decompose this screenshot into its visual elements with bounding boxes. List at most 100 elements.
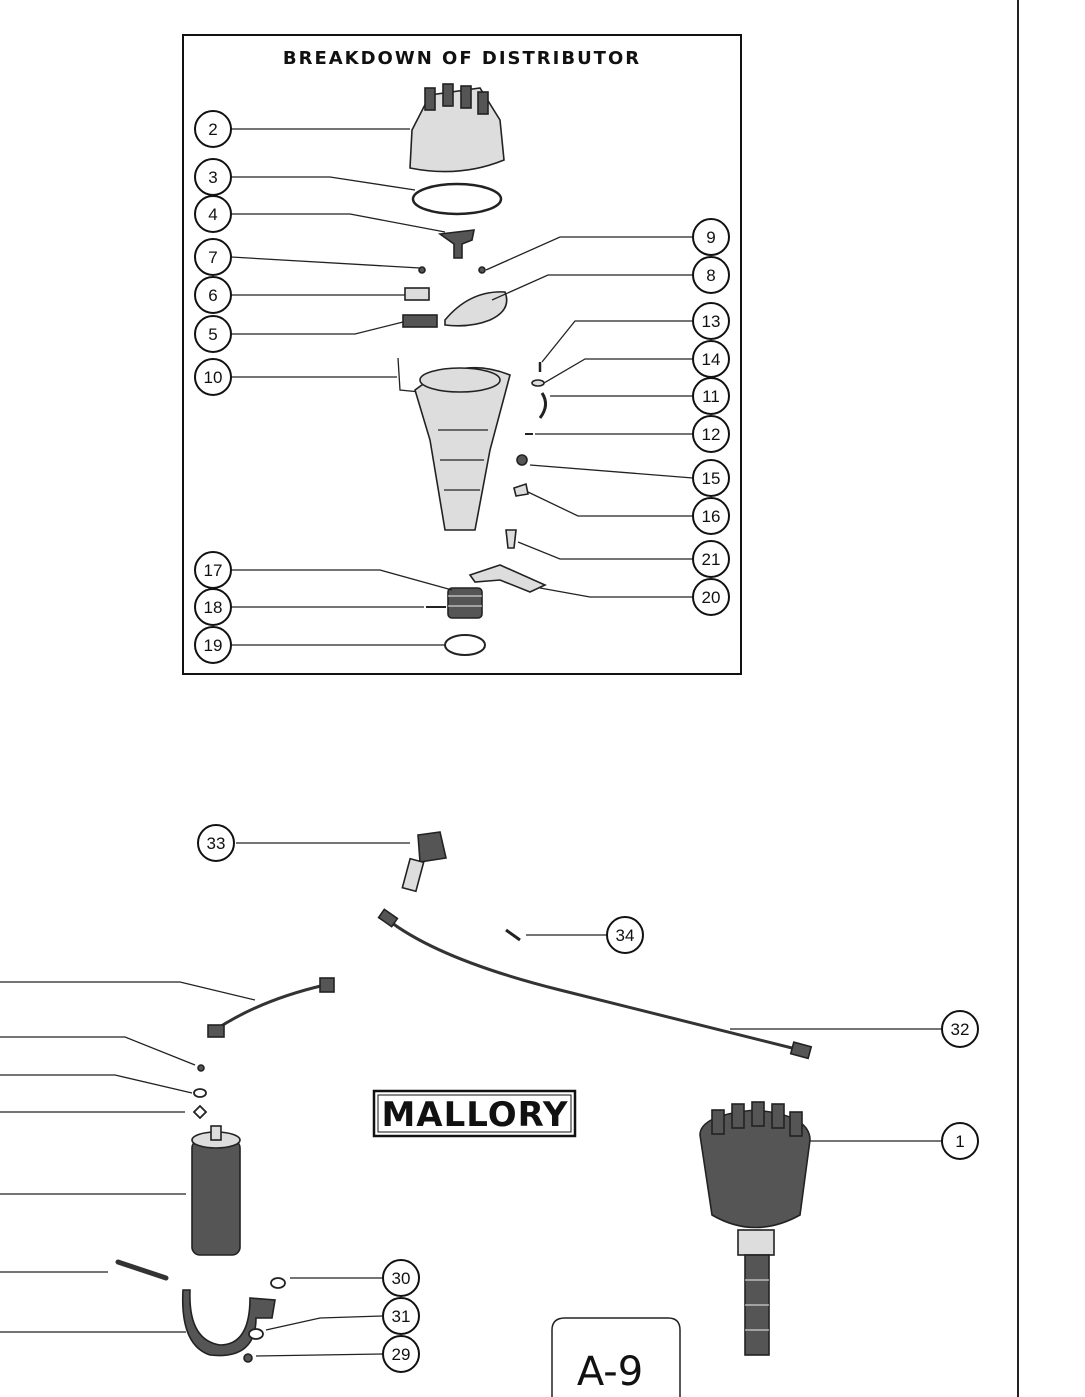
callout-15: 15 xyxy=(692,459,730,497)
callout-30: 30 xyxy=(382,1259,420,1297)
breaker-plate-part xyxy=(444,291,508,327)
points-part xyxy=(404,287,430,301)
callout-number: 30 xyxy=(392,1269,411,1288)
screw-part xyxy=(418,266,426,274)
breakdown-box xyxy=(182,34,742,675)
pin-part xyxy=(505,928,521,942)
callout-number: 3 xyxy=(208,168,217,187)
callout-number: 33 xyxy=(207,834,226,853)
callout-number: 31 xyxy=(392,1307,411,1326)
wire-terminal-part xyxy=(319,977,335,993)
callout-number: 19 xyxy=(204,636,223,655)
wire-terminal-part xyxy=(207,1024,225,1038)
callout-2: 2 xyxy=(194,110,232,148)
washer-part xyxy=(270,1277,286,1289)
callout-17: 17 xyxy=(194,551,232,589)
callout-number: 16 xyxy=(702,507,721,526)
ballast-part xyxy=(401,831,447,893)
condenser-part xyxy=(402,314,438,328)
callout-number: 21 xyxy=(702,550,721,569)
washer-part xyxy=(531,379,545,387)
callout-19: 19 xyxy=(194,626,232,664)
callout-8: 8 xyxy=(692,256,730,294)
washer-part xyxy=(248,1328,264,1340)
callout-number: 2 xyxy=(208,120,217,139)
rotor-part xyxy=(437,229,476,259)
callout-5: 5 xyxy=(194,315,232,353)
callout-11: 11 xyxy=(692,377,730,415)
brand-badge xyxy=(372,1089,577,1138)
bolt-part xyxy=(115,1259,169,1281)
callout-number: 5 xyxy=(208,325,217,344)
bushing-part xyxy=(516,454,528,466)
callout-3: 3 xyxy=(194,158,232,196)
callout-7: 7 xyxy=(194,238,232,276)
callout-20: 20 xyxy=(692,578,730,616)
high-tension-lead-part xyxy=(213,983,327,1032)
distributor-body-part xyxy=(397,357,511,531)
spring-part xyxy=(538,392,547,419)
callout-9: 9 xyxy=(692,218,730,256)
ignition-coil-part xyxy=(191,1125,241,1256)
callout-number: 7 xyxy=(208,248,217,267)
wire-terminal-part xyxy=(377,908,399,928)
callout-14: 14 xyxy=(692,340,730,378)
callout-number: 12 xyxy=(702,425,721,444)
assembled-distributor-part xyxy=(699,1101,811,1356)
callout-29: 29 xyxy=(382,1335,420,1373)
drive-gear-part xyxy=(447,587,483,619)
washer-part xyxy=(193,1088,207,1098)
callout-6: 6 xyxy=(194,276,232,314)
coil-wire-part xyxy=(386,918,802,1052)
nut-part xyxy=(243,1353,253,1363)
callout-number: 4 xyxy=(208,205,217,224)
callout-10: 10 xyxy=(194,358,232,396)
callout-number: 32 xyxy=(951,1020,970,1039)
callout-number: 15 xyxy=(702,469,721,488)
leader-line xyxy=(265,1315,383,1331)
callout-number: 18 xyxy=(204,598,223,617)
callout-32: 32 xyxy=(941,1010,979,1048)
gasket-ring-part xyxy=(411,182,503,216)
page-label: A-9 xyxy=(577,1349,643,1395)
callout-21: 21 xyxy=(692,540,730,578)
bolt-part xyxy=(505,529,517,549)
callout-number: 11 xyxy=(702,387,720,406)
coil-bracket-part xyxy=(181,1289,276,1357)
nut-part xyxy=(197,1064,205,1072)
callout-12: 12 xyxy=(692,415,730,453)
callout-16: 16 xyxy=(692,497,730,535)
callout-1: 1 xyxy=(941,1122,979,1160)
page-tab xyxy=(551,1317,681,1397)
brand-badge-inner xyxy=(377,1094,572,1133)
callout-33: 33 xyxy=(197,824,235,862)
callout-number: 8 xyxy=(706,266,715,285)
callout-number: 13 xyxy=(702,312,721,331)
callout-number: 29 xyxy=(392,1345,411,1364)
brand-label: MALLORY xyxy=(381,1095,568,1135)
callout-number: 34 xyxy=(616,926,635,945)
callout-13: 13 xyxy=(692,302,730,340)
callout-number: 9 xyxy=(706,228,715,247)
callout-number: 14 xyxy=(702,350,721,369)
leader-lines xyxy=(230,128,694,646)
callout-number: 17 xyxy=(204,561,223,580)
thrust-washer-part xyxy=(444,634,486,656)
leader-lines xyxy=(0,981,256,1333)
callout-number: 10 xyxy=(204,368,223,387)
callout-18: 18 xyxy=(194,588,232,626)
screw-part xyxy=(478,266,486,274)
callout-4: 4 xyxy=(194,195,232,233)
callout-31: 31 xyxy=(382,1297,420,1335)
callout-number: 1 xyxy=(955,1132,964,1151)
breakdown-title: BREAKDOWN OF DISTRIBUTOR xyxy=(283,48,641,69)
wire-terminal-part xyxy=(789,1041,813,1060)
callout-34: 34 xyxy=(606,916,644,954)
callout-number: 6 xyxy=(208,286,217,305)
distributor-cap-part xyxy=(409,83,505,173)
lockwasher-part xyxy=(192,1104,208,1120)
callout-number: 20 xyxy=(702,588,721,607)
leader-line xyxy=(255,1353,383,1357)
